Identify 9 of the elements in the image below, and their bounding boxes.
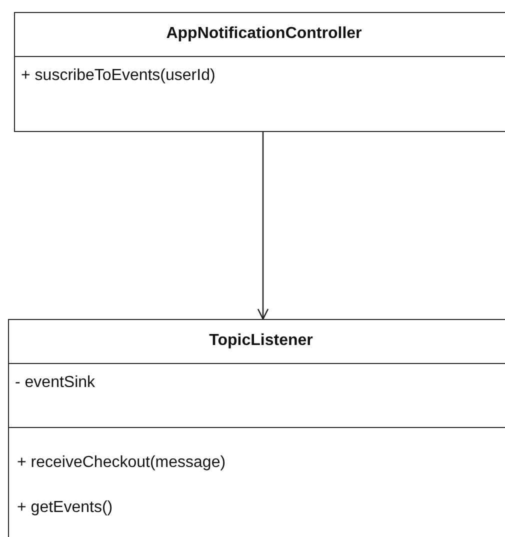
class-box (14, 12, 505, 132)
class-name: AppNotificationController (165, 25, 363, 43)
attribute-text: - eventSink (15, 374, 96, 392)
method-text: + getEvents() (17, 499, 113, 517)
method-text: + receiveCheckout(message) (17, 454, 226, 472)
class-box (8, 319, 505, 537)
class-name: TopicListener (208, 332, 314, 350)
method-text: + suscribeToEvents(userId) (21, 67, 216, 85)
association-arrow (257, 132, 269, 320)
